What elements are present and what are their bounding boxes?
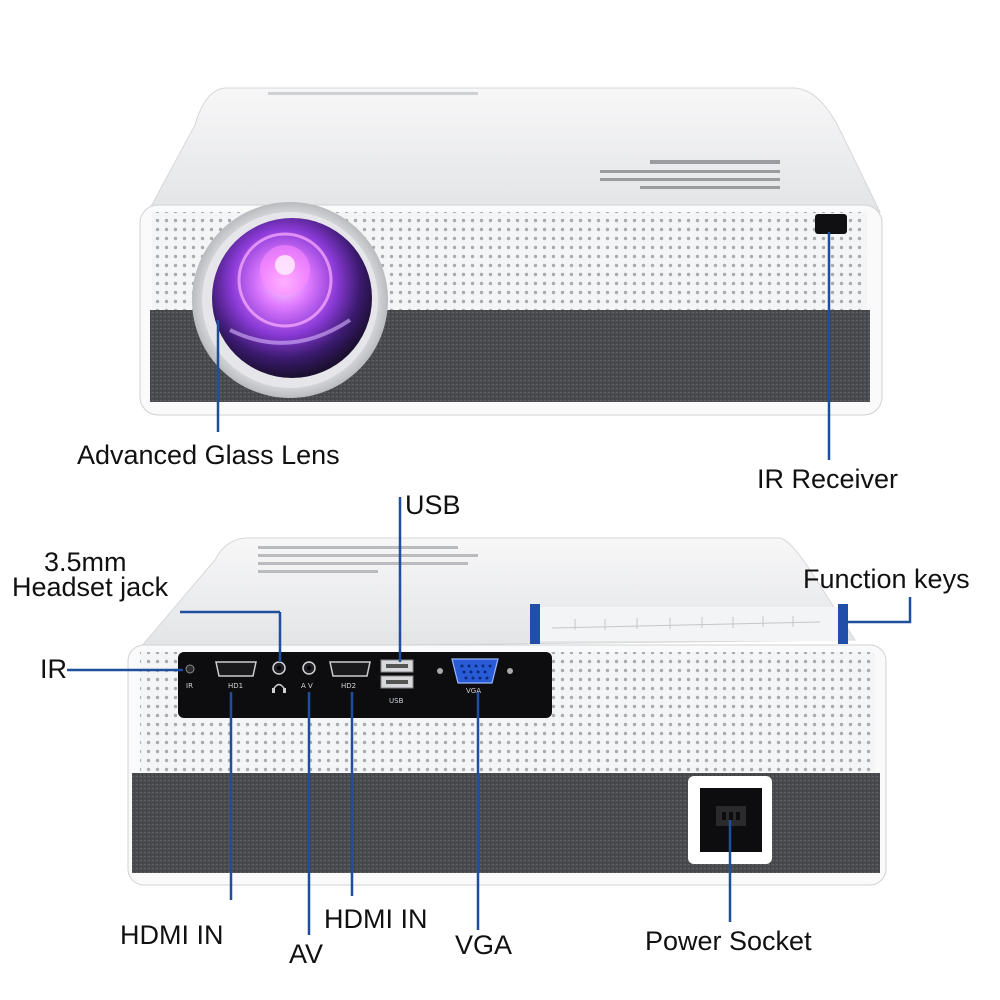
label-vga: VGA <box>455 930 513 960</box>
port-label-usb: USB <box>389 697 404 705</box>
label-av: AV <box>289 939 324 969</box>
label-advanced-glass-lens: Advanced Glass Lens <box>77 440 340 470</box>
rear-callout-lines <box>67 497 912 935</box>
label-power-socket: Power Socket <box>645 926 812 956</box>
hdmi2-port <box>329 661 371 677</box>
vga-port <box>451 658 499 684</box>
label-hdmi-in-1: HDMI IN <box>120 920 224 950</box>
port-label-av: A V <box>301 682 313 690</box>
port-label-ir: IR <box>186 682 193 690</box>
projector-rear-view: IR HD1 A V HD2 USB VGA <box>127 537 887 886</box>
projector-front-view <box>139 87 883 416</box>
port-label-vga: VGA <box>466 687 481 695</box>
label-headset-line2: Headset jack <box>12 572 169 602</box>
label-ir: IR <box>40 654 67 684</box>
label-hdmi-in-2: HDMI IN <box>324 904 428 934</box>
label-function-keys: Function keys <box>803 564 970 594</box>
label-ir-receiver: IR Receiver <box>757 464 899 494</box>
label-usb: USB <box>405 490 461 520</box>
hdmi1-port <box>215 661 257 677</box>
function-keys-strip <box>532 607 846 641</box>
port-label-hd1: HD1 <box>228 682 243 690</box>
label-headset-line1: 3.5mm <box>44 547 127 577</box>
port-label-hd2: HD2 <box>341 682 356 690</box>
